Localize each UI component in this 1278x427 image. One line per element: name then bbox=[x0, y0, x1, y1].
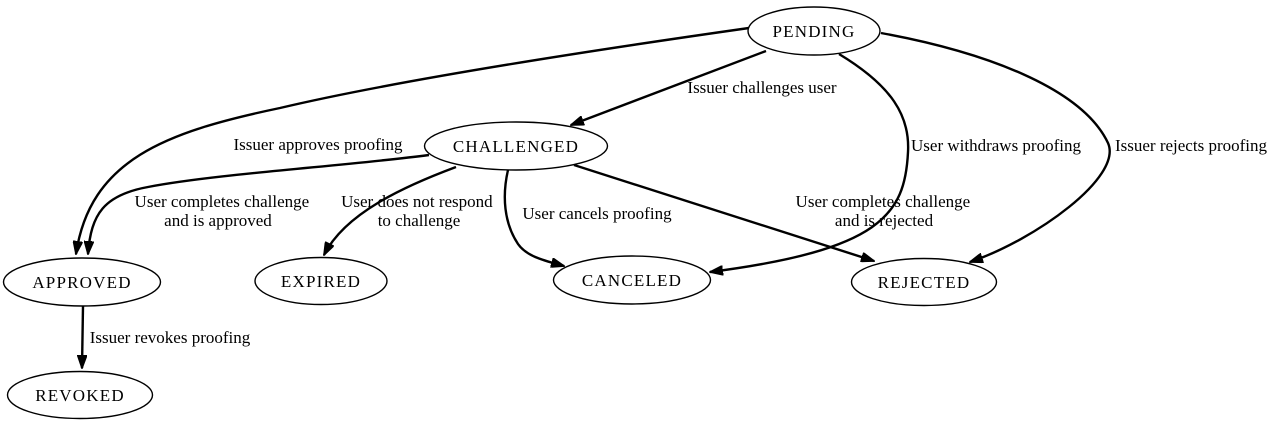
node-canceled-ellipse bbox=[552, 255, 712, 305]
edge-challenged-approved-label: User completes challenge and is approved bbox=[135, 192, 314, 230]
node-approved-ellipse bbox=[2, 257, 162, 307]
node-pending-ellipse bbox=[747, 6, 881, 56]
node-pending-label: PENDING bbox=[772, 22, 855, 41]
edge-challenged-expired-label: User does not respond to challenge bbox=[341, 192, 497, 230]
edge-pending-canceled-path bbox=[710, 52, 910, 272]
node-expired-label: EXPIRED bbox=[281, 272, 361, 291]
node-rejected-ellipse bbox=[850, 257, 998, 307]
edge-pending-approved: Issuer approves proofing bbox=[76, 26, 750, 254]
edge-challenged-canceled: User cancels proofing bbox=[503, 169, 672, 266]
edge-pending-challenged: Issuer challenges user bbox=[571, 49, 837, 127]
edge-challenged-approved-path bbox=[88, 153, 430, 254]
edge-pending-rejected-path bbox=[880, 31, 1111, 264]
edge-challenged-approved: User completes challenge and is approved bbox=[88, 153, 430, 254]
edge-pending-canceled-label: User withdraws proofing bbox=[911, 136, 1081, 155]
edge-approved-revoked: Issuer revokes proofing bbox=[82, 305, 251, 368]
node-challenged-ellipse bbox=[423, 121, 609, 171]
edge-challenged-expired: User does not respond to challenge bbox=[324, 165, 497, 255]
node-canceled: CANCELED bbox=[552, 255, 712, 305]
node-pending: PENDING bbox=[747, 6, 881, 56]
edge-pending-rejected: Issuer rejects proofing bbox=[880, 31, 1268, 264]
node-canceled-label: CANCELED bbox=[582, 271, 682, 290]
edge-challenged-canceled-label: User cancels proofing bbox=[522, 204, 672, 223]
node-challenged: CHALLENGED bbox=[423, 121, 609, 171]
node-approved: APPROVED bbox=[2, 257, 162, 307]
edge-pending-approved-path bbox=[76, 26, 750, 254]
node-challenged-label: CHALLENGED bbox=[453, 137, 579, 156]
edge-challenged-canceled-path bbox=[503, 169, 564, 266]
edge-challenged-rejected-path bbox=[573, 163, 874, 261]
node-expired: EXPIRED bbox=[254, 256, 388, 306]
node-rejected: REJECTED bbox=[850, 257, 998, 307]
edge-pending-rejected-label: Issuer rejects proofing bbox=[1115, 136, 1268, 155]
edge-approved-revoked-label: Issuer revokes proofing bbox=[90, 328, 251, 347]
node-revoked-label: REVOKED bbox=[35, 386, 125, 405]
node-approved-label: APPROVED bbox=[32, 273, 131, 292]
edge-pending-approved-label: Issuer approves proofing bbox=[233, 135, 403, 154]
edge-pending-canceled: User withdraws proofing bbox=[710, 52, 1081, 272]
edge-pending-challenged-path bbox=[571, 49, 767, 127]
edge-pending-challenged-label: Issuer challenges user bbox=[687, 78, 837, 97]
node-revoked-ellipse bbox=[6, 370, 154, 420]
edge-challenged-rejected: User completes challenge and is rejected bbox=[573, 163, 975, 261]
node-expired-ellipse bbox=[254, 256, 388, 306]
edges-layer: Issuer challenges user Issuer approves p… bbox=[76, 26, 1268, 368]
edge-challenged-rejected-label: User completes challenge and is rejected bbox=[796, 192, 975, 230]
node-rejected-label: REJECTED bbox=[878, 273, 971, 292]
node-revoked: REVOKED bbox=[6, 370, 154, 420]
nodes-layer: PENDING CHALLENGED APPROVED EXPIRED CANC… bbox=[2, 6, 998, 420]
edge-approved-revoked-path bbox=[82, 305, 83, 368]
edge-challenged-expired-path bbox=[324, 165, 457, 255]
